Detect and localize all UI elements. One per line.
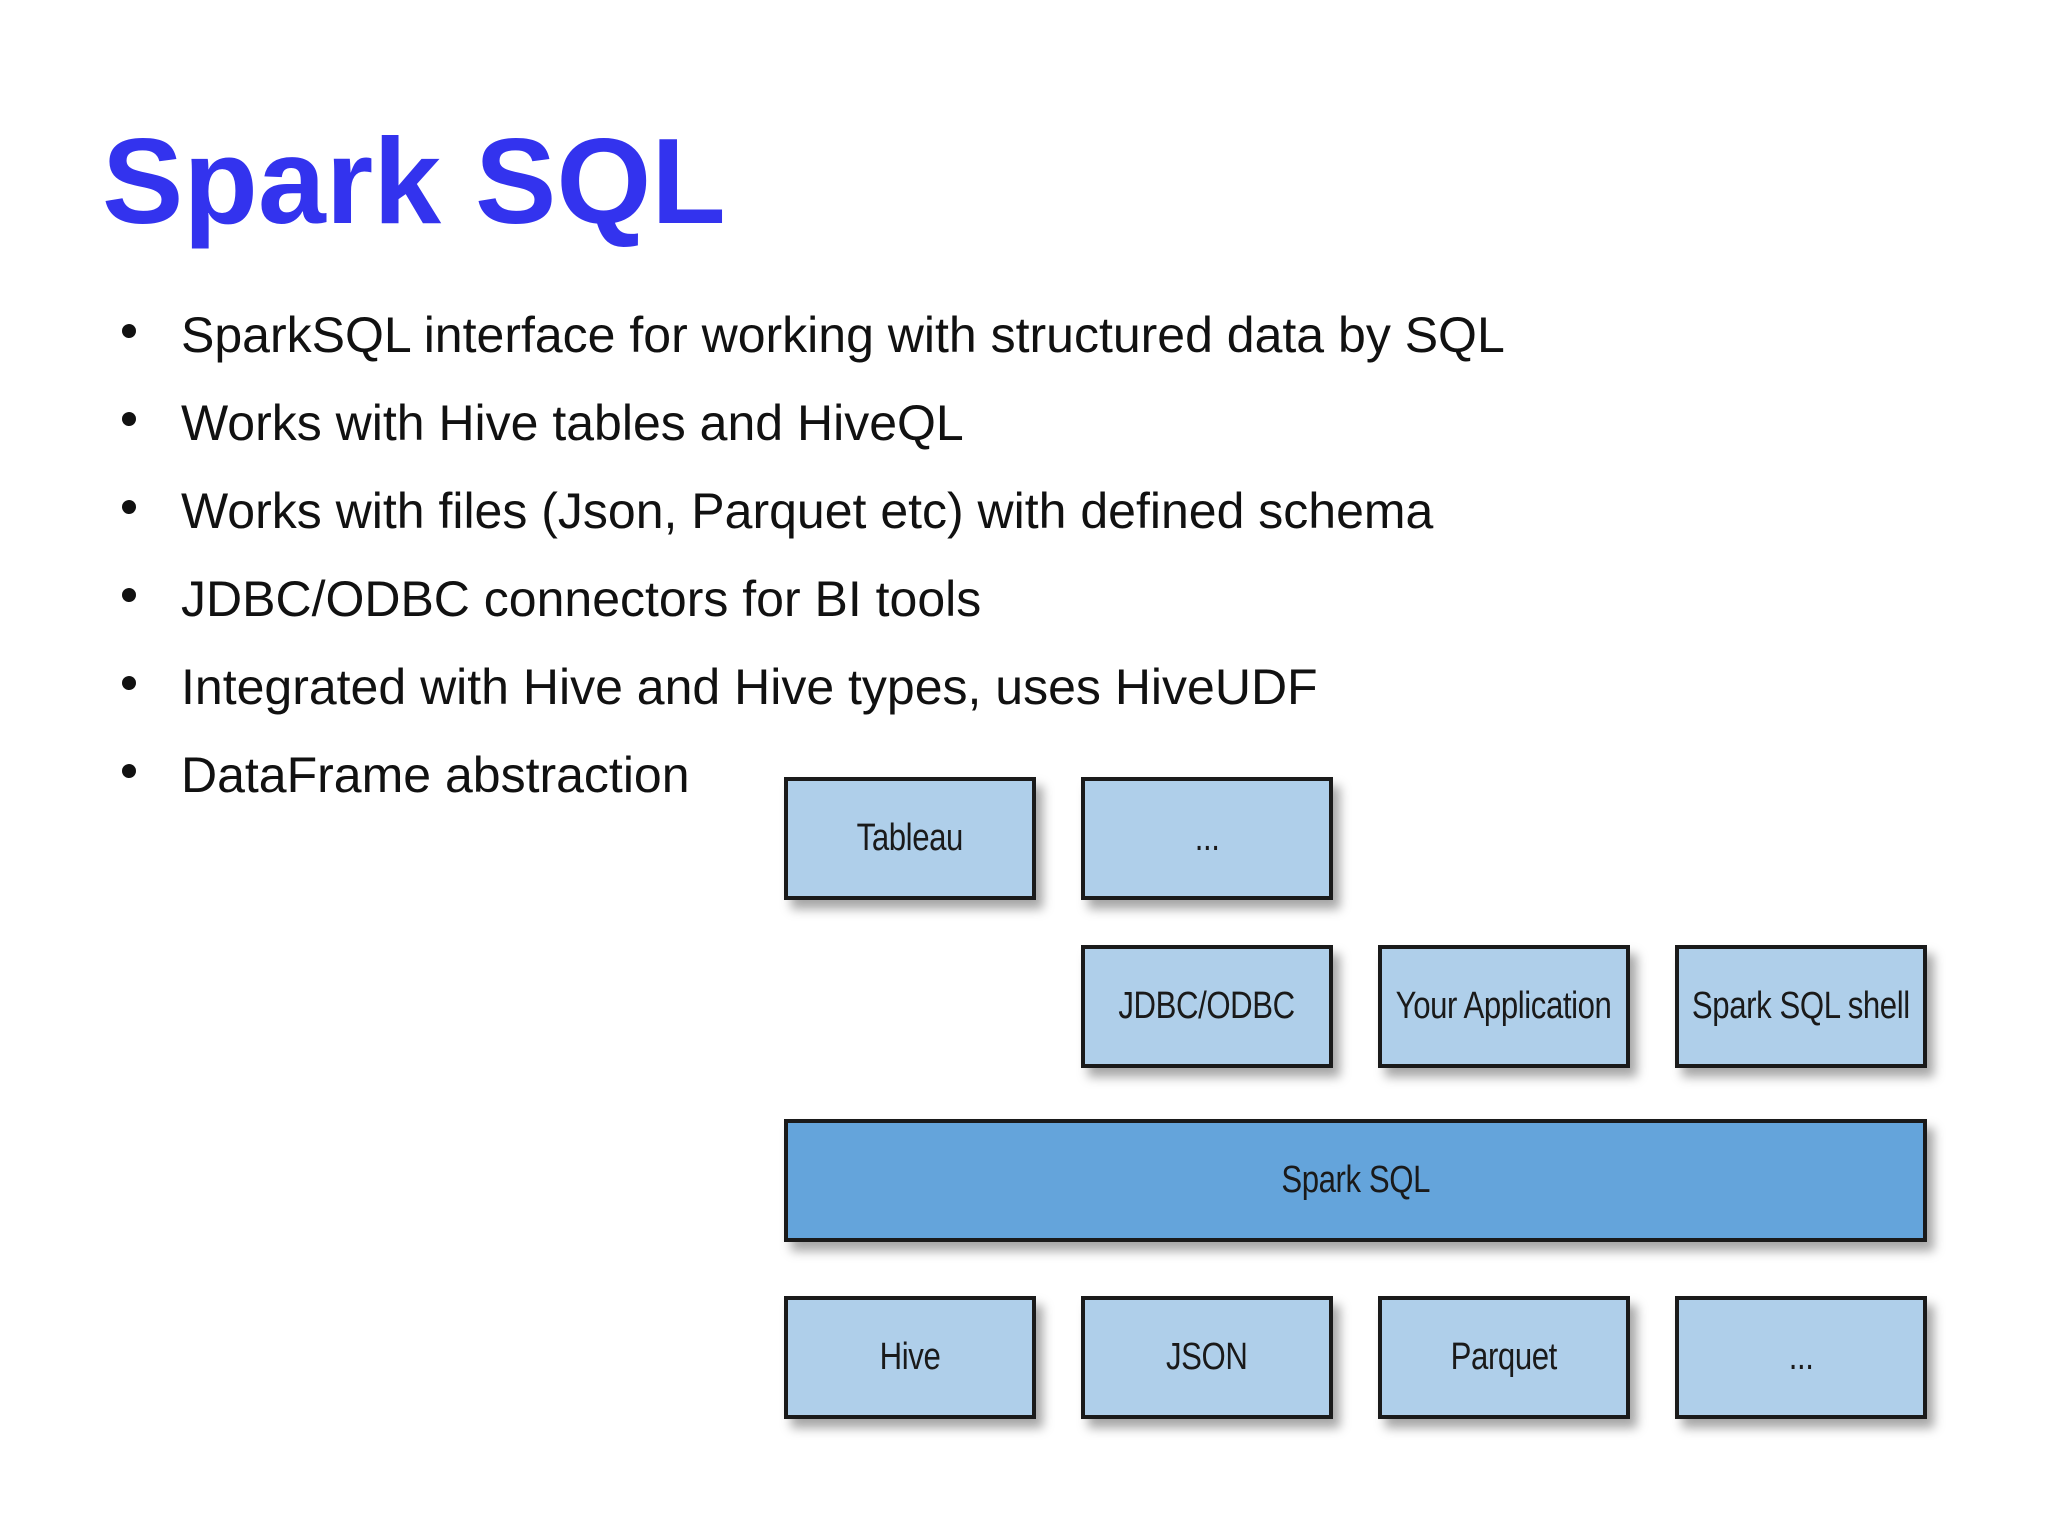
box-your-application: Your Application [1378,945,1630,1068]
box-spark-sql-shell: Spark SQL shell [1675,945,1927,1068]
box-more-tools: ... [1081,777,1333,900]
box-json: JSON [1081,1296,1333,1419]
slide-title: Spark SQL [102,113,726,249]
bullet-dot-icon [122,500,136,514]
bullet-text: DataFrame abstraction [181,747,690,803]
bullet-text: Works with Hive tables and HiveQL [181,395,964,451]
box-label: Tableau [856,817,964,859]
bullet-dot-icon [122,412,136,426]
box-label: ... [1788,1336,1814,1378]
box-label: JSON [1166,1336,1248,1378]
bullet-dot-icon [122,764,136,778]
bullet-text: Works with files (Json, Parquet etc) wit… [181,483,1434,539]
bullet-dot-icon [122,588,136,602]
bullet-text: JDBC/ODBC connectors for BI tools [181,571,982,627]
box-label: Spark SQL shell [1692,985,1910,1027]
box-label: ... [1194,817,1220,859]
box-tableau: Tableau [784,777,1036,900]
bullet-dot-icon [122,324,136,338]
box-label: Parquet [1450,1336,1558,1378]
box-label: JDBC/ODBC [1118,985,1296,1027]
bullet-dot-icon [122,676,136,690]
bullet-text: SparkSQL interface for working with stru… [181,307,1505,363]
box-more-sources: ... [1675,1296,1927,1419]
bullet-text: Integrated with Hive and Hive types, use… [181,659,1318,715]
box-label: Spark SQL [1281,1159,1430,1201]
box-parquet: Parquet [1378,1296,1630,1419]
box-spark-sql-core: Spark SQL [784,1119,1927,1242]
box-label: Hive [879,1336,941,1378]
box-label: Your Application [1396,985,1612,1027]
box-hive: Hive [784,1296,1036,1419]
box-jdbc-odbc: JDBC/ODBC [1081,945,1333,1068]
